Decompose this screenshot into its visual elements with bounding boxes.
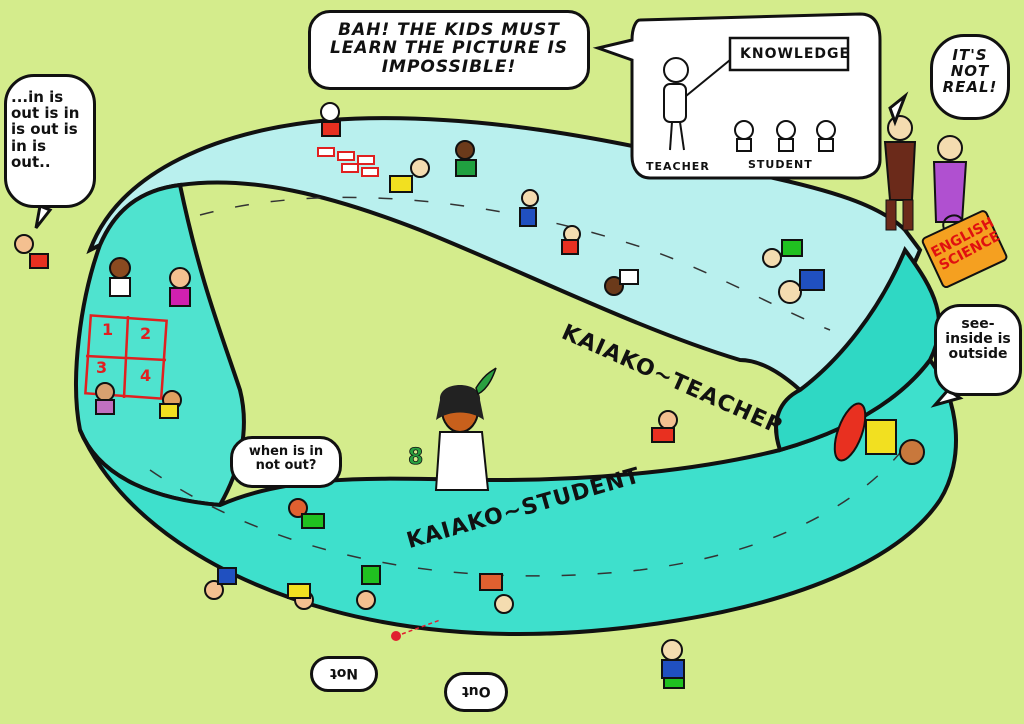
hopscotch-cell-4: 4 xyxy=(140,366,152,385)
knowledge-box xyxy=(728,36,850,72)
not-upside-down-bubble: Not xyxy=(310,656,378,692)
hopscotch-cell-3: 3 xyxy=(96,358,108,377)
not-real-bubble: IT'S NOT REAL! xyxy=(930,34,1010,120)
when-is-in-text: when is in not out? xyxy=(248,444,324,474)
inset-teacher-figure xyxy=(663,57,731,151)
not-real-text: IT'S NOT REAL! xyxy=(942,46,998,97)
hopscotch-cell-2: 2 xyxy=(140,324,152,343)
see-inside-bubble: see-inside is outside xyxy=(934,304,1022,396)
knowledge-label: KNOWLEDGE xyxy=(740,46,851,62)
teacher-shout-bubble: BAH! THE KIDS MUST LEARN THE PICTURE IS … xyxy=(308,10,590,90)
strip-dashes-lower xyxy=(149,439,911,577)
in-out-tail xyxy=(34,203,53,229)
teacher-bubble-tail xyxy=(888,91,909,127)
out-text: Out xyxy=(461,683,491,700)
kids-group xyxy=(14,102,825,614)
in-is-out-text: ...in is out is in is out is in is out.. xyxy=(11,88,80,171)
teacher-man xyxy=(883,115,917,231)
woman-with-suitcase xyxy=(921,135,1008,289)
ball xyxy=(391,631,401,641)
maori-woman: 8 xyxy=(408,367,497,491)
see-inside-text: see-inside is outside xyxy=(945,316,1011,363)
svg-text:8: 8 xyxy=(408,445,423,470)
teacher-shout-text: BAH! THE KIDS MUST LEARN THE PICTURE IS … xyxy=(329,20,569,77)
strip-dashes-upper xyxy=(199,196,831,331)
hopscotch-top xyxy=(317,147,379,177)
inset-student-figures xyxy=(734,120,836,152)
hopscotch-grid xyxy=(84,314,168,400)
hanging-boy xyxy=(661,639,685,689)
inset-teacher-caption: TEACHER xyxy=(646,160,710,173)
when-is-in-bubble: when is in not out? xyxy=(230,436,342,488)
skateboarder xyxy=(833,402,925,465)
in-is-out-bubble: ...in is out is in is out is in is out.. xyxy=(4,74,96,208)
out-upside-down-bubble: Out xyxy=(444,672,508,712)
not-text: Not xyxy=(329,665,359,682)
hopscotch-cell-1: 1 xyxy=(102,320,114,339)
inset-student-caption: STUDENT xyxy=(748,158,813,171)
strip-right-twist xyxy=(774,246,942,453)
